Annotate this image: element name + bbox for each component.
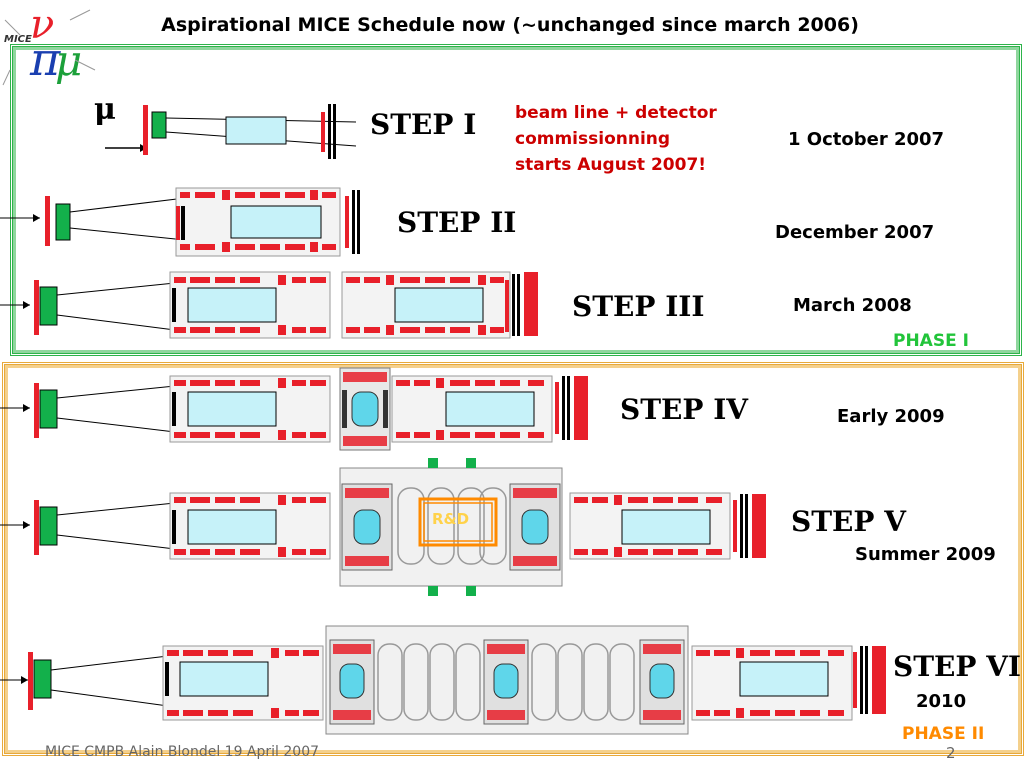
note-line: starts August 2007! — [515, 155, 707, 175]
commissioning-note: beam line + detector commissionning star… — [515, 100, 717, 178]
step-2-apparatus — [0, 187, 360, 257]
svg-text:ν: ν — [30, 2, 54, 48]
footer-text: MICE CMPB Alain Blondel 19 April 2007 — [45, 744, 320, 760]
note-line: beam line + detector — [515, 103, 717, 123]
step-1-label: STEP I — [370, 108, 477, 141]
rnd-label: R&D — [432, 510, 470, 528]
step-1-date: 1 October 2007 — [788, 129, 945, 150]
note-line: commissionning — [515, 129, 671, 149]
phase-2-frame — [2, 362, 1024, 756]
step-4-apparatus — [0, 367, 588, 451]
step-5-date: Summer 2009 — [855, 544, 996, 565]
svg-text:π: π — [29, 32, 61, 86]
phase-1-frame — [10, 44, 1022, 356]
phase-2-label: PHASE II — [902, 724, 985, 744]
step-6-label: STEP VI — [893, 650, 1022, 683]
step-4-label: STEP IV — [620, 393, 749, 426]
step-2-date: December 2007 — [775, 222, 935, 243]
step-1-apparatus — [105, 104, 357, 159]
mice-logo: π ν μ — [2, 2, 96, 86]
page-number: 2 — [946, 744, 956, 762]
muon-symbol: μ — [94, 92, 116, 127]
step-6-apparatus — [0, 625, 886, 735]
svg-text:μ: μ — [55, 36, 82, 85]
step-2-label: STEP II — [397, 206, 517, 239]
step-6-date: 2010 — [916, 691, 967, 712]
step-5-label: STEP V — [791, 505, 906, 538]
step-4-date: Early 2009 — [837, 406, 945, 427]
mice-logo-text: MICE — [4, 34, 32, 45]
slide-title: Aspirational MICE Schedule now (~unchang… — [161, 14, 859, 36]
step-3-apparatus — [0, 271, 538, 339]
step-3-date: March 2008 — [793, 295, 912, 316]
step-5-apparatus — [0, 458, 766, 596]
step-3-label: STEP III — [572, 290, 705, 323]
phase-1-label: PHASE I — [893, 331, 969, 351]
